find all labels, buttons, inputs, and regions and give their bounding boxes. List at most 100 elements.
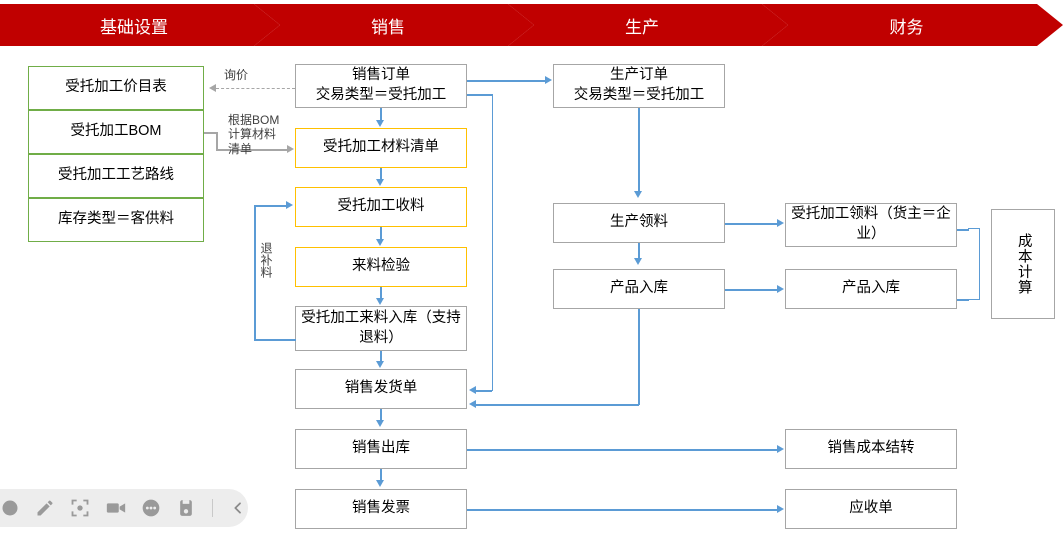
edge-arrowhead [777, 504, 784, 513]
edge-return-loop-top [254, 205, 287, 207]
collapse-chevron-left-icon[interactable] [227, 497, 248, 519]
more-dots-icon[interactable] [141, 497, 162, 519]
stage-chevron-label: 生产 [625, 17, 659, 37]
node-label: 应收单 [849, 500, 893, 517]
edge-product-warehousing-to-finance [725, 289, 778, 291]
edge-finance-warehousing-to-brace [957, 299, 969, 301]
node-label: 销售出库 [352, 440, 410, 457]
edge-arrowhead [777, 444, 784, 453]
node-process-route[interactable]: 受托加工工艺路线 [28, 154, 204, 198]
node-receivable-bill[interactable]: 应收单 [785, 489, 957, 529]
node-incoming-warehousing[interactable]: 受托加工来料入库（支持退料） [295, 306, 467, 351]
floating-toolbar[interactable] [0, 489, 248, 527]
stage-chevron-sales[interactable]: 销售 [254, 4, 534, 46]
edge-bom-to-material-list [216, 149, 288, 151]
edge-issue-to-product-warehousing [638, 243, 640, 258]
node-product-warehousing-finance[interactable]: 产品入库 [785, 269, 957, 309]
edge-return-loop-vertical [254, 205, 256, 340]
edge-material-list-to-receipt [380, 168, 382, 179]
node-label: 成本计算 [1015, 233, 1032, 295]
node-sales-cost-carryover[interactable]: 销售成本结转 [785, 429, 957, 469]
node-production-order[interactable]: 生产订单 交易类型＝受托加工 [553, 64, 725, 108]
node-label: 库存类型＝客供料 [58, 211, 174, 228]
node-label: 来料检验 [352, 258, 410, 275]
node-outsourcing-issue-owner[interactable]: 受托加工领料（货主＝企业） [785, 203, 957, 247]
node-label: 受托加工领料（货主＝企业） [791, 206, 951, 242]
node-label: 受托加工工艺路线 [58, 167, 174, 184]
save-device-icon[interactable] [175, 497, 196, 519]
node-label: 销售订单 交易类型＝受托加工 [315, 67, 447, 103]
video-camera-icon[interactable] [105, 497, 127, 519]
edge-arrowhead [376, 179, 384, 186]
edge-arrowhead [376, 361, 384, 368]
edge-invoice-to-receivable [467, 509, 778, 511]
stage-chevron-production[interactable]: 生产 [508, 4, 788, 46]
edge-arrowhead [376, 298, 384, 305]
edge-receipt-to-inspection [380, 227, 382, 239]
node-label: 生产订单 交易类型＝受托加工 [573, 67, 705, 103]
edge-into-sales-delivery-h [476, 390, 492, 392]
edge-delivery-to-outbound [380, 409, 382, 420]
node-label: 销售发货单 [344, 380, 418, 397]
node-label: 受托加工来料入库（支持退料） [301, 309, 461, 346]
node-production-material-issue[interactable]: 生产领料 [553, 203, 725, 243]
edge-arrowhead [777, 284, 784, 293]
node-sales-order[interactable]: 销售订单 交易类型＝受托加工 [295, 64, 467, 108]
node-label: 产品入库 [842, 280, 900, 297]
node-incoming-inspection[interactable]: 来料检验 [295, 247, 467, 287]
node-label: 销售成本结转 [827, 440, 915, 457]
node-inventory-type[interactable]: 库存类型＝客供料 [28, 198, 204, 242]
stage-chevron-base-setup[interactable]: 基础设置 [0, 4, 280, 46]
edge-arrowhead [634, 258, 642, 265]
node-cost-calculation[interactable]: 成本计算 [991, 209, 1055, 319]
node-label: 产品入库 [610, 280, 668, 297]
node-label: 受托加工价目表 [65, 79, 167, 96]
edge-inspection-to-warehousing [380, 287, 382, 298]
edge-bom-stub-v [216, 132, 218, 150]
node-sales-invoice[interactable]: 销售发票 [295, 489, 467, 529]
edge-arrowhead [469, 385, 476, 394]
cost-calculation-brace [968, 228, 980, 300]
edge-arrowhead [634, 191, 642, 198]
toolbar-divider [212, 499, 214, 517]
record-circle-icon[interactable] [0, 497, 21, 519]
edge-sales-order-to-production-order [467, 80, 546, 82]
node-product-warehousing[interactable]: 产品入库 [553, 269, 725, 309]
node-sales-delivery-note[interactable]: 销售发货单 [295, 369, 467, 409]
stage-chevron-label: 销售 [371, 17, 405, 37]
node-outsourcing-material-list[interactable]: 受托加工材料清单 [295, 128, 467, 168]
edge-product-warehousing-to-delivery-h [476, 404, 639, 406]
edge-issue-to-finance-issue [725, 223, 778, 225]
edge-arrowhead [209, 83, 216, 92]
node-outsourcing-bom[interactable]: 受托加工BOM [28, 110, 204, 154]
node-sales-outbound[interactable]: 销售出库 [295, 429, 467, 469]
edge-arrowhead [545, 75, 552, 84]
edge-sales-order-to-price-list [216, 88, 295, 89]
edge-arrowhead [376, 420, 384, 427]
edge-arrowhead [286, 200, 293, 209]
edge-outbound-to-cost-carryover [467, 449, 778, 451]
edge-production-order-to-issue [638, 108, 640, 191]
edge-arrowhead [376, 239, 384, 246]
node-price-list[interactable]: 受托加工价目表 [28, 66, 204, 110]
edge-sales-order-to-material-list [380, 108, 382, 120]
edge-label-inquiry: 询价 [224, 68, 249, 82]
edge-label-return-material: 退补料 [259, 242, 273, 278]
node-label: 受托加工收料 [337, 198, 425, 215]
edge-sales-order-exit-h [467, 94, 493, 96]
stage-chevron-finance[interactable]: 财务 [762, 4, 1063, 46]
edge-label-bom-calc: 根据BOM 计算材料 清单 [228, 113, 280, 156]
node-material-receipt[interactable]: 受托加工收料 [295, 187, 467, 227]
edge-sales-order-down-v [491, 94, 494, 391]
edge-arrowhead [287, 144, 294, 153]
screenshot-icon[interactable] [70, 497, 91, 519]
pen-icon[interactable] [35, 497, 56, 519]
edge-outbound-to-invoice [380, 469, 382, 480]
node-label: 生产领料 [610, 214, 668, 231]
node-label: 受托加工BOM [70, 123, 162, 140]
edge-warehousing-to-delivery [380, 351, 382, 361]
edge-product-warehousing-down [638, 309, 640, 405]
stage-chevron-label: 基础设置 [100, 17, 168, 37]
stage-chevron-label: 财务 [889, 17, 924, 37]
